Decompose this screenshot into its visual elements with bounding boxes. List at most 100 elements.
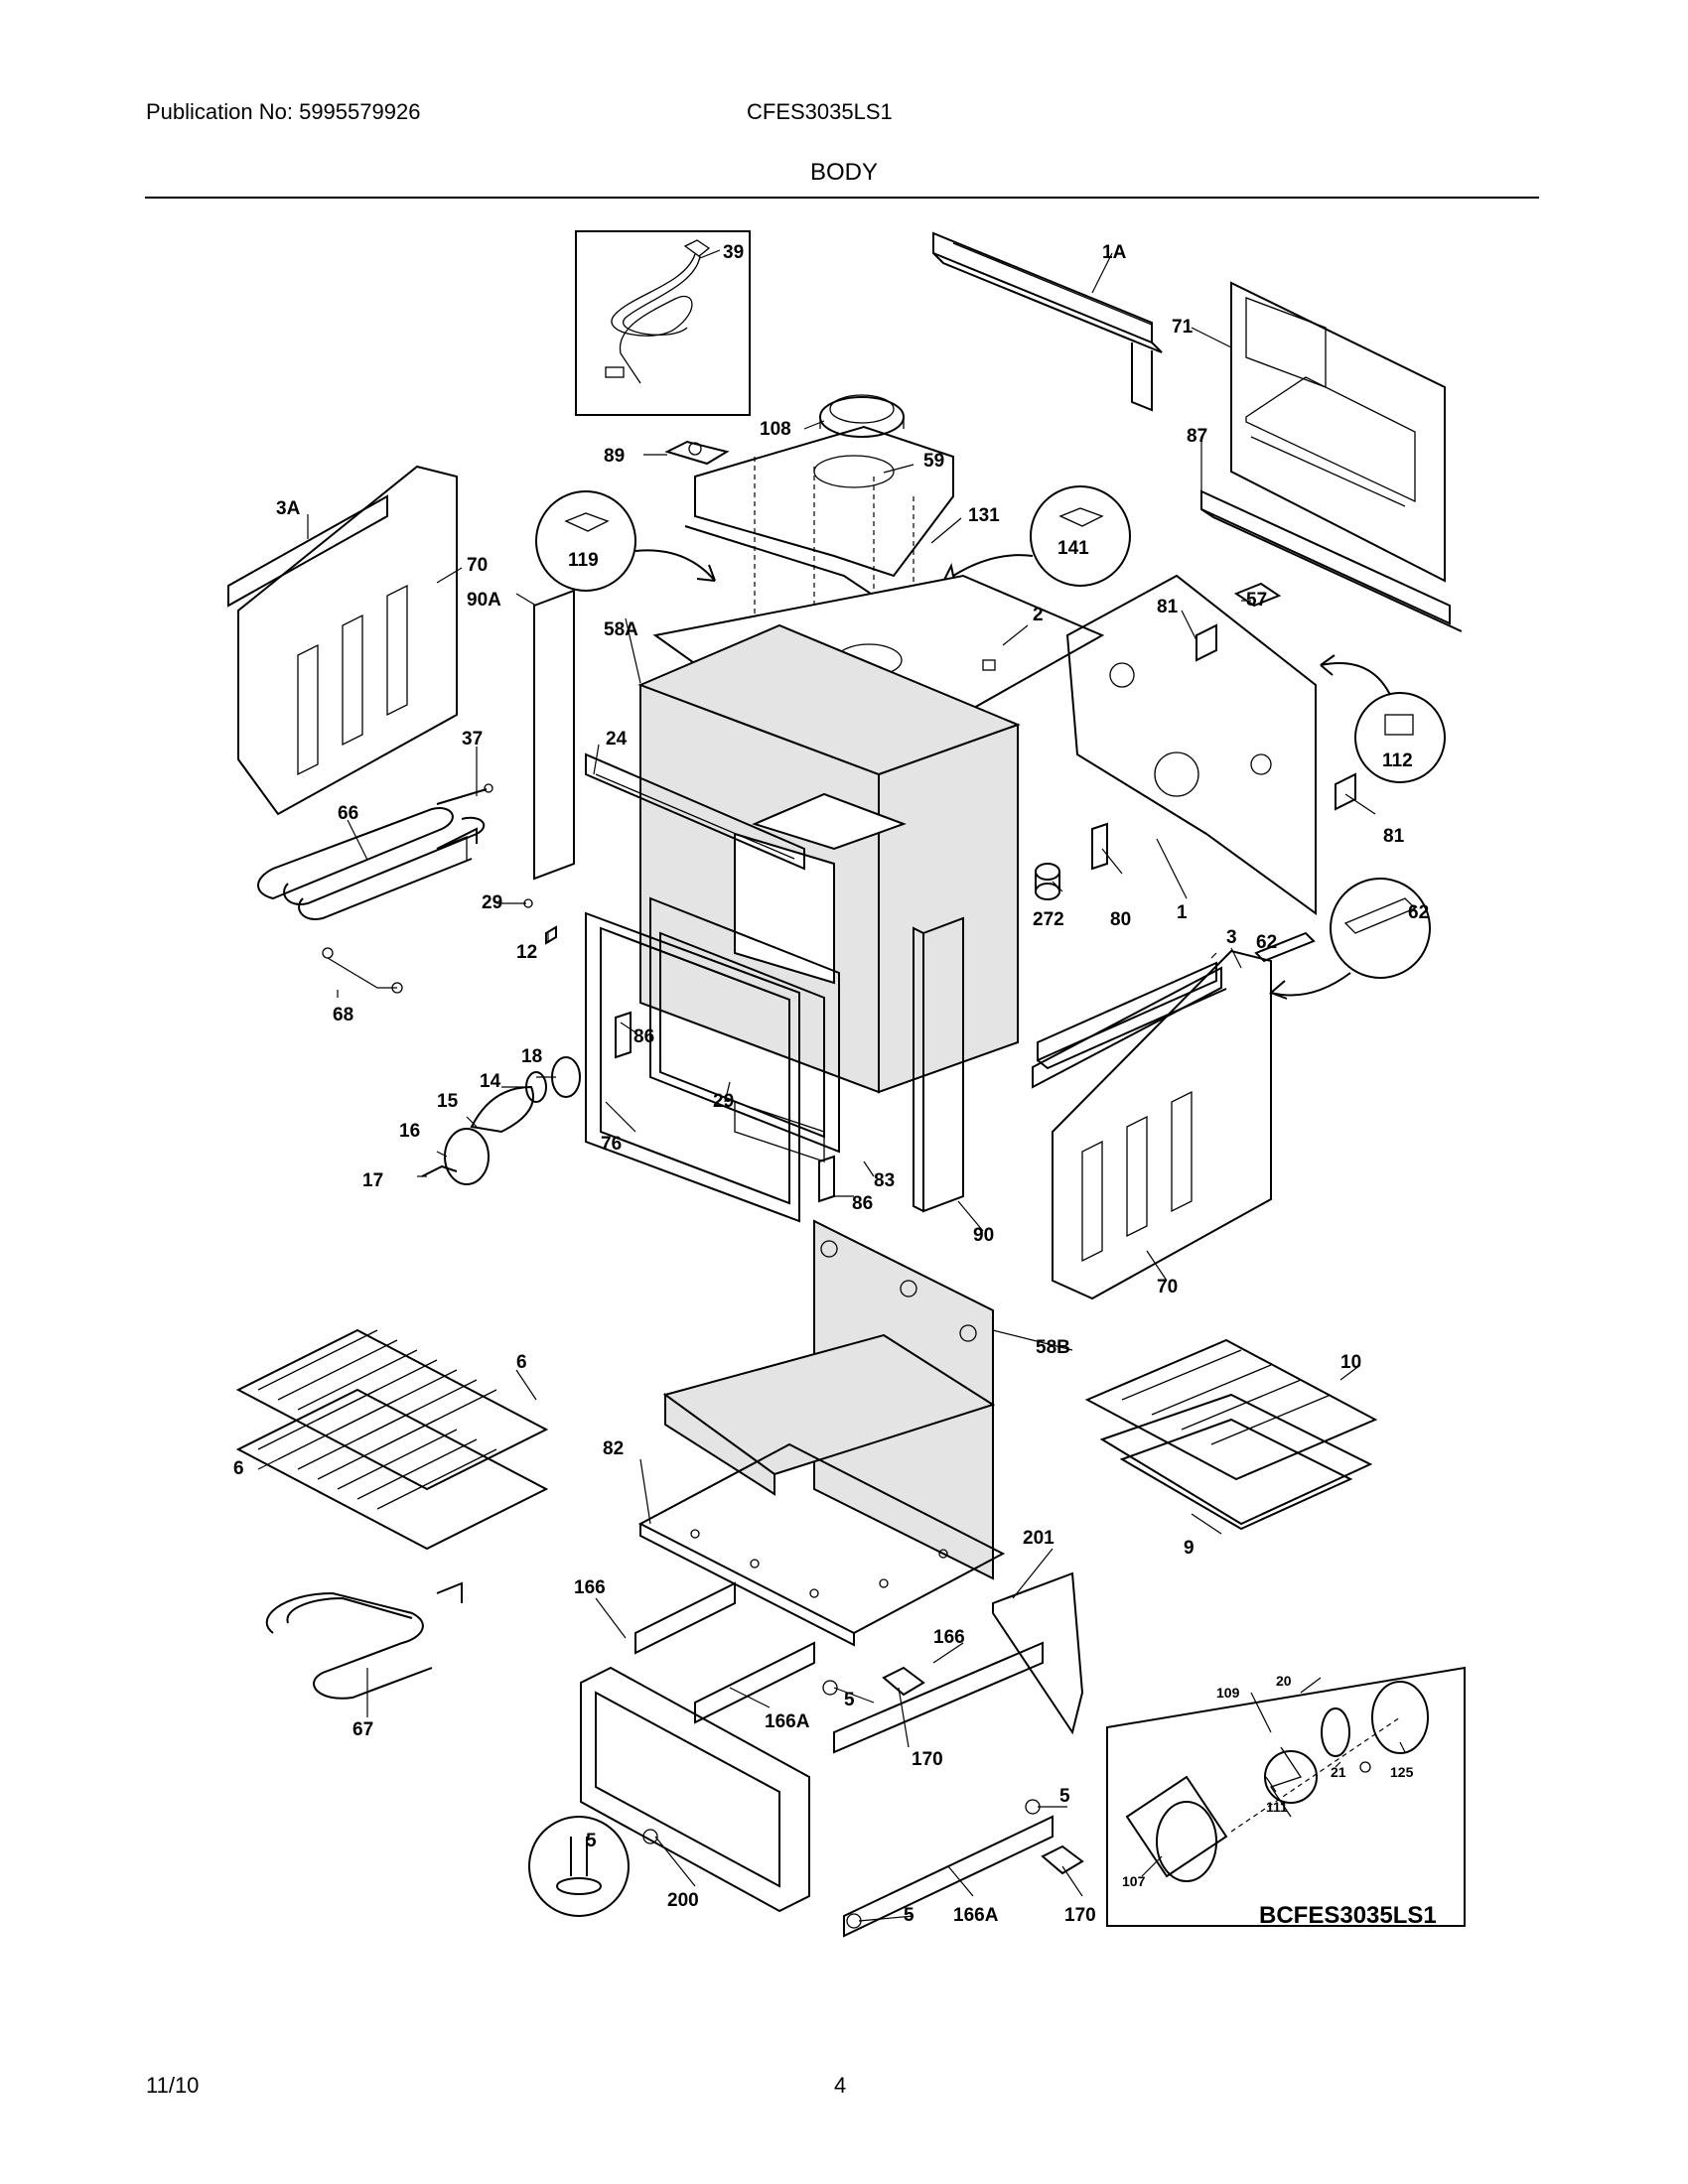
power-cord-inset xyxy=(575,230,751,416)
callout-3A: 3A xyxy=(276,498,301,519)
bake-element-66 xyxy=(257,807,486,920)
callout-16: 16 xyxy=(399,1121,420,1142)
callout-12: 12 xyxy=(516,942,537,963)
lamp-assembly xyxy=(421,898,581,1185)
callout-3: 3 xyxy=(1226,927,1237,948)
callout-76: 76 xyxy=(601,1134,622,1155)
leveling-legs-5 xyxy=(528,1680,1041,1929)
callout-1: 1 xyxy=(1177,902,1188,923)
callout-5-d: 5 xyxy=(904,1905,914,1926)
callout-81-lower: 81 xyxy=(1383,826,1405,847)
publication-number: Publication No: 5995579926 xyxy=(146,99,421,124)
callout-80: 80 xyxy=(1110,909,1131,930)
callout-70-lower: 70 xyxy=(1157,1277,1178,1297)
top-brace-1A xyxy=(932,231,1163,412)
callout-6-upper: 6 xyxy=(516,1352,527,1373)
callout-90A: 90A xyxy=(467,590,501,611)
footer-page-number: 4 xyxy=(834,2073,847,2098)
callout-39: 39 xyxy=(723,242,744,263)
callout-20: 20 xyxy=(1276,1673,1292,1689)
callout-86-upper: 86 xyxy=(633,1026,654,1047)
callout-9: 9 xyxy=(1184,1538,1195,1559)
broil-pan-9 xyxy=(1099,1393,1373,1531)
thermostat-89 xyxy=(664,440,730,466)
drawer-front-200 xyxy=(580,1666,810,1913)
callout-37: 37 xyxy=(462,729,483,750)
callout-1A: 1A xyxy=(1102,242,1127,263)
lower-insulation-58B xyxy=(662,1219,996,1580)
broil-pan-grid-10 xyxy=(1084,1338,1378,1481)
convection-fan-inset xyxy=(1106,1666,1466,1927)
footer-date: 11/10 xyxy=(146,2073,200,2098)
fan-element-108 xyxy=(819,394,905,438)
brackets-170 xyxy=(882,1666,1084,1875)
drawer-slide-166-right xyxy=(833,1641,1044,1754)
bottom-support-82 xyxy=(637,1442,1006,1647)
callout-58A: 58A xyxy=(604,619,638,640)
callout-66: 66 xyxy=(338,803,358,824)
callout-labels: 39 1A 71 108 59 89 87 3A 70 119 131 141 … xyxy=(233,242,1437,1929)
callout-24: 24 xyxy=(606,729,628,750)
callout-71: 71 xyxy=(1172,317,1194,338)
callout-58B: 58B xyxy=(1036,1337,1070,1358)
callout-2: 2 xyxy=(1033,605,1044,625)
drawing-id: BCFES3035LS1 xyxy=(1259,1902,1437,1929)
callout-81-upper: 81 xyxy=(1157,597,1179,617)
broil-element-67 xyxy=(265,1581,463,1700)
header-rule xyxy=(145,197,1539,199)
callout-200: 200 xyxy=(667,1890,699,1911)
callout-201: 201 xyxy=(1023,1528,1055,1549)
callout-83: 83 xyxy=(874,1170,895,1191)
brace-3 xyxy=(1037,961,1227,1070)
callout-bubble-112 xyxy=(1320,654,1446,783)
callout-62-bubble: 62 xyxy=(1408,902,1429,923)
leader-lines xyxy=(257,249,1406,1922)
oven-rack-6-lower xyxy=(235,1388,549,1551)
callout-166A-upper: 166A xyxy=(765,1711,810,1732)
callout-59: 59 xyxy=(923,451,944,472)
callout-111: 111 xyxy=(1266,1799,1288,1815)
callout-bubble-62 xyxy=(1254,878,1431,1000)
cap-272 xyxy=(1035,863,1060,900)
callout-112: 112 xyxy=(1382,751,1413,771)
callout-166-left: 166 xyxy=(574,1577,606,1598)
callout-107: 107 xyxy=(1122,1873,1146,1889)
side-panel-90 xyxy=(913,916,964,1213)
callout-62: 62 xyxy=(1256,932,1277,953)
callout-108: 108 xyxy=(760,419,791,440)
callout-272: 272 xyxy=(1033,909,1064,930)
model-number: CFES3035LS1 xyxy=(747,99,893,124)
callout-15: 15 xyxy=(437,1091,459,1112)
callout-5-b: 5 xyxy=(1059,1786,1070,1807)
callout-82: 82 xyxy=(603,1438,624,1459)
bracket-57 xyxy=(1233,582,1282,608)
callout-68: 68 xyxy=(333,1005,353,1025)
callout-bubble-119 xyxy=(535,490,716,592)
callout-166A-lower: 166A xyxy=(953,1905,999,1926)
callout-119: 119 xyxy=(568,550,599,571)
section-title: BODY xyxy=(809,159,878,186)
rear-brace-87 xyxy=(1200,489,1463,632)
side-panel-70-left xyxy=(227,465,458,816)
callout-166-right: 166 xyxy=(933,1627,965,1648)
screws-68 xyxy=(322,947,403,994)
callout-18: 18 xyxy=(521,1046,542,1067)
drawer-slide-166-left xyxy=(634,1581,736,1655)
callout-21: 21 xyxy=(1331,1764,1346,1780)
callout-170-lower: 170 xyxy=(1064,1905,1096,1926)
screw-37 xyxy=(436,783,493,805)
callout-29-upper: 29 xyxy=(482,892,502,913)
callout-125: 125 xyxy=(1390,1764,1414,1780)
bracket-81 xyxy=(1196,623,1356,811)
drawer-slide-166A xyxy=(694,1641,1054,1938)
callout-bubble-141 xyxy=(939,485,1131,590)
bracket-80 xyxy=(1091,822,1108,871)
side-rail-201 xyxy=(992,1571,1084,1735)
callout-86-lower: 86 xyxy=(852,1193,873,1214)
callout-14: 14 xyxy=(480,1071,501,1092)
oven-front-frame-76 xyxy=(585,896,840,1223)
callout-131: 131 xyxy=(968,505,1000,526)
front-bracket-24 xyxy=(585,752,805,871)
callout-5-bubble: 5 xyxy=(586,1831,597,1851)
callout-90: 90 xyxy=(973,1225,994,1246)
